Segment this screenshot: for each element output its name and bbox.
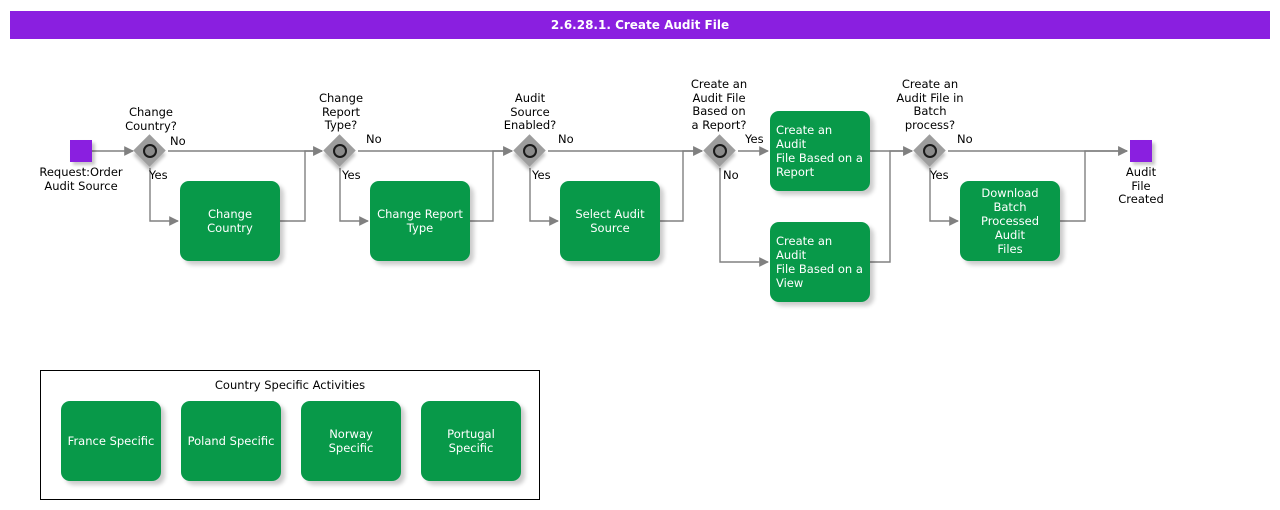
- gateway-change-report-type[interactable]: [323, 134, 356, 167]
- gateway-change-report-type-label: Change Report Type?: [318, 91, 364, 132]
- end-event[interactable]: Audit File Created: [1118, 140, 1164, 206]
- task-download-batch[interactable]: Download Batch Processed Audit Files: [960, 181, 1060, 261]
- edge-gw4-no-to-view-task: [719, 168, 769, 267]
- gateway-ring-icon: [713, 144, 727, 158]
- edge-label-gw1-yes: Yes: [149, 168, 168, 182]
- task-norway-specific[interactable]: Norway Specific: [301, 401, 401, 481]
- task-portugal-specific[interactable]: Portugal Specific: [421, 401, 521, 481]
- edge-label-gw5-no: No: [957, 132, 973, 146]
- edge-label-gw2-yes: Yes: [342, 168, 361, 182]
- page-title: 2.6.28.1. Create Audit File: [550, 18, 730, 32]
- gateway-audit-source-enabled-label: Audit Source Enabled?: [503, 91, 557, 132]
- start-event[interactable]: Request:Order Audit Source: [39, 140, 123, 192]
- gateway-ring-icon: [523, 144, 537, 158]
- end-event-marker: [1130, 140, 1152, 162]
- gateway-change-country[interactable]: [133, 134, 166, 167]
- edge-label-gw1-no: No: [170, 134, 186, 148]
- gateway-batch-process[interactable]: [913, 134, 946, 167]
- title-bar: 2.6.28.1. Create Audit File: [10, 11, 1270, 39]
- gateway-based-on-report-label: Create an Audit File Based on a Report?: [690, 77, 748, 132]
- group-title: Country Specific Activities: [214, 378, 366, 392]
- edge-view-task-to-gw5: [870, 146, 913, 263]
- start-event-label: Request:Order Audit Source: [39, 165, 123, 193]
- edge-select-audit-source-to-gw4: [660, 146, 703, 222]
- gateway-ring-icon: [333, 144, 347, 158]
- edge-change-country-to-gw2: [280, 146, 323, 222]
- edge-label-gw2-no: No: [366, 132, 382, 146]
- edge-change-report-type-to-gw3: [470, 146, 513, 222]
- task-create-audit-file-report[interactable]: Create an Audit File Based on a Report: [770, 111, 870, 191]
- edge-label-gw3-no: No: [558, 132, 574, 146]
- task-change-country[interactable]: Change Country: [180, 181, 280, 261]
- gateway-audit-source-enabled[interactable]: [513, 134, 546, 167]
- gateway-based-on-report[interactable]: [703, 134, 736, 167]
- edge-label-gw4-no: No: [723, 168, 739, 182]
- gateway-batch-process-label: Create an Audit File in Batch process?: [896, 77, 964, 132]
- gateway-ring-icon: [143, 144, 157, 158]
- edge-label-gw4-yes: Yes: [745, 132, 764, 146]
- task-change-report-type[interactable]: Change Report Type: [370, 181, 470, 261]
- country-specific-activities-group: Country Specific Activities France Speci…: [40, 370, 540, 500]
- gateway-change-country-label: Change Country?: [125, 105, 177, 133]
- task-france-specific[interactable]: France Specific: [61, 401, 161, 481]
- task-create-audit-file-view[interactable]: Create an Audit File Based on a View: [770, 222, 870, 302]
- edge-label-gw5-yes: Yes: [930, 168, 949, 182]
- start-event-marker: [70, 140, 92, 162]
- edge-label-gw3-yes: Yes: [532, 168, 551, 182]
- end-event-label: Audit File Created: [1118, 165, 1164, 206]
- task-poland-specific[interactable]: Poland Specific: [181, 401, 281, 481]
- task-select-audit-source[interactable]: Select Audit Source: [560, 181, 660, 261]
- edge-download-batch-to-end: [1060, 146, 1128, 222]
- gateway-ring-icon: [923, 144, 937, 158]
